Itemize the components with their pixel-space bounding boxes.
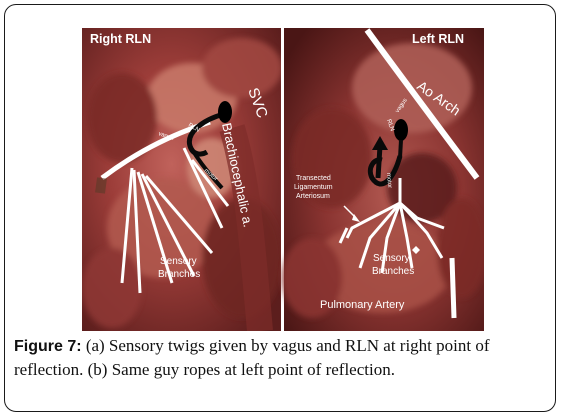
left-sensory-label-2: Branches (372, 266, 414, 277)
left-vagus-nerve (364, 28, 480, 180)
left-vagus-node (394, 119, 408, 141)
caption-text: (a) Sensory twigs given by vagus and RLN… (14, 336, 490, 379)
caption-label: Figure 7: (14, 338, 82, 355)
transected-label-1: Transected (296, 175, 331, 182)
left-panel-title: Left RLN (412, 32, 464, 46)
left-rln-label: RLN (385, 119, 395, 132)
figure-caption: Figure 7: (a) Sensory twigs given by vag… (14, 334, 552, 381)
right-rln-panel: Right RLN SVC Brachiocephalic a. vagus R… (82, 28, 282, 331)
right-vagus-node (218, 101, 232, 123)
left-motor-label: motor (385, 173, 392, 189)
left-motor-branch (375, 145, 383, 179)
figure-image: Right RLN SVC Brachiocephalic a. vagus R… (82, 28, 484, 331)
transected-label-2: Ligamentum (294, 184, 333, 191)
left-rln-nerve (367, 155, 403, 187)
left-sensory-label-1: Sensory (373, 253, 410, 264)
right-motor-branch (188, 144, 224, 190)
right-rln-label: RLN (187, 123, 200, 134)
pulmonary-artery-label: Pulmonary Artery (320, 299, 405, 311)
right-vagus-label: vagus (157, 131, 174, 142)
left-rln-panel: Left RLN Ao Arch vagus RLN motor Transec… (282, 28, 484, 331)
transected-label-3: Arteriosum (296, 193, 330, 200)
right-sensory-label-1: Sensory (160, 256, 197, 267)
right-sensory-branches (120, 147, 230, 294)
left-sensory-branches (338, 178, 457, 319)
right-panel-title: Right RLN (90, 32, 151, 46)
right-sensory-label-2: Branches (158, 269, 200, 280)
